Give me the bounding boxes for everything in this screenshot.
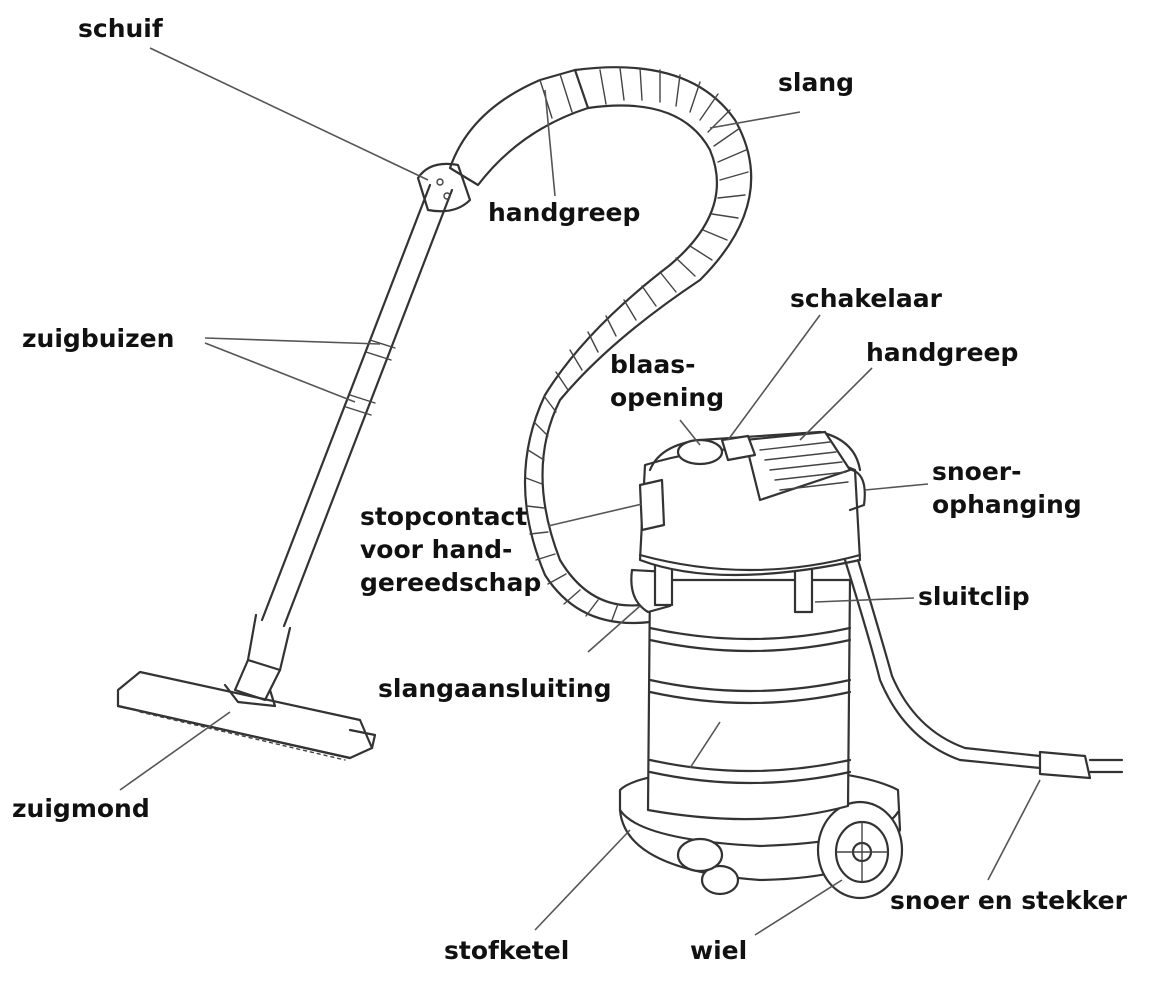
hose-handle (450, 70, 588, 185)
label-stopcontact-line1: stopcontact (360, 500, 541, 533)
leader-lines (120, 48, 1040, 935)
slider-handle (418, 164, 470, 211)
label-slangaansluiting: slangaansluiting (378, 672, 612, 705)
label-snoer-en-stekker: snoer en stekker (890, 884, 1127, 917)
suction-tube (235, 185, 452, 700)
label-stopcontact-line2: voor hand- (360, 533, 541, 566)
label-sluitclip: sluitclip (918, 580, 1030, 613)
label-slang: slang (778, 66, 854, 99)
label-snoerophanging-line2: ophanging (932, 488, 1082, 521)
label-wiel: wiel (690, 934, 747, 967)
label-blaasopening: blaas- opening (610, 348, 724, 414)
label-stopcontact: stopcontact voor hand- gereedschap (360, 500, 541, 599)
label-zuigmond: zuigmond (12, 792, 150, 825)
label-zuigbuizen: zuigbuizen (22, 322, 174, 355)
label-blaasopening-line1: blaas- (610, 348, 724, 381)
floor-nozzle (118, 672, 375, 760)
label-handgreep-top: handgreep (866, 336, 1018, 369)
label-blaasopening-line2: opening (610, 381, 724, 414)
label-snoerophanging: snoer- ophanging (932, 455, 1082, 521)
label-stofketel: stofketel (444, 934, 569, 967)
label-schakelaar: schakelaar (790, 282, 942, 315)
label-schuif: schuif (78, 12, 163, 45)
label-stopcontact-line3: gereedschap (360, 566, 541, 599)
label-handgreep-hose: handgreep (488, 196, 640, 229)
label-snoerophanging-line1: snoer- (932, 455, 1082, 488)
